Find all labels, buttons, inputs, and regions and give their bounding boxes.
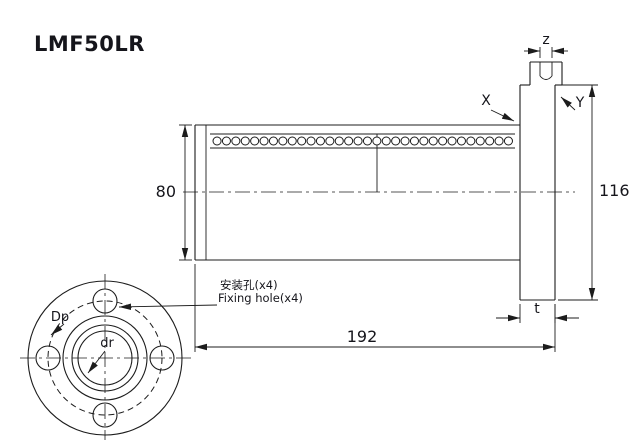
front-view: Dp dr 安装孔(x4) Fixing hole(x4) — [20, 274, 303, 440]
side-view: 80 116 192 t z — [156, 32, 630, 352]
label-dp: Dp — [50, 310, 69, 336]
flange-outer-circle — [27, 280, 183, 436]
fixing-hole-top — [92, 288, 118, 314]
dim-y-label: Y — [575, 95, 585, 111]
label-dr: dr — [87, 336, 114, 374]
dim-z: z — [524, 32, 568, 58]
dim-192: 192 — [194, 264, 556, 352]
fixing-hole-bottom — [92, 402, 118, 428]
dim-116: 116 — [558, 84, 630, 301]
dp-label: Dp — [51, 310, 69, 325]
part-number-title: LMF50LR — [34, 32, 145, 56]
fixing-hole-left — [35, 345, 61, 371]
dim-192-label: 192 — [347, 327, 378, 346]
dim-80: 80 — [156, 124, 192, 261]
pilot-circle — [62, 315, 148, 401]
callout-cn: 安装孔(x4) — [220, 278, 278, 292]
body-outline — [194, 124, 520, 261]
ball-channel — [210, 133, 517, 192]
callout-en: Fixing hole(x4) — [218, 291, 303, 305]
dr-label: dr — [100, 336, 114, 351]
fixing-hole-right — [149, 345, 175, 371]
flange-outline — [519, 61, 563, 301]
fixing-holes — [35, 288, 175, 428]
bore-circle-dr — [77, 330, 133, 386]
dim-t: t — [496, 301, 579, 323]
dim-x: X — [481, 93, 515, 122]
dim-z-label: z — [542, 32, 549, 48]
dim-116-label: 116 — [599, 181, 630, 200]
bolt-circle-dp — [47, 300, 163, 416]
dim-x-label: X — [481, 93, 491, 109]
dim-t-label: t — [534, 301, 540, 317]
dim-80-label: 80 — [156, 182, 176, 201]
dim-y: Y — [560, 95, 585, 111]
flange-groove-detail — [529, 61, 563, 85]
bore-chamfer-circle — [71, 324, 139, 392]
fixing-hole-callout: 安装孔(x4) Fixing hole(x4) — [118, 278, 303, 310]
